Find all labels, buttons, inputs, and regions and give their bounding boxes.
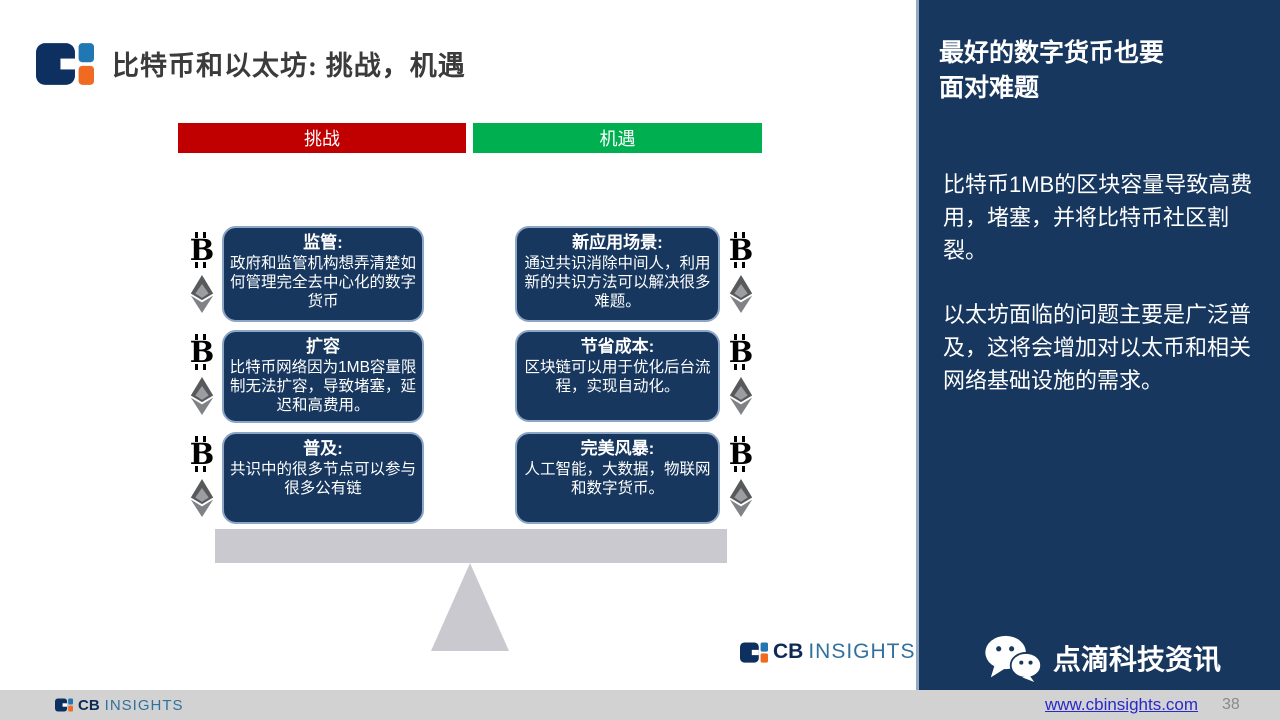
sidebar-paragraph: 比特币1MB的区块容量导致高费用，堵塞，并将比特币社区割裂。 — [943, 172, 1253, 263]
opportunity-card: 新应用场景: 通过共识消除中间人，利用新的共识方法可以解决很多难题。 — [515, 226, 720, 322]
page-number: 38 — [1222, 696, 1240, 713]
cbinsights-logo-icon — [36, 43, 94, 85]
cbinsights-logo-icon — [740, 641, 768, 663]
card-body: 通过共识消除中间人，利用新的共识方法可以解决很多难题。 — [524, 255, 711, 311]
opportunity-card: 节省成本: 区块链可以用于优化后台流程，实现自动化。 — [515, 330, 720, 422]
card-title: 普及: — [303, 439, 343, 458]
brand-insights-text: INSIGHTS — [104, 696, 184, 714]
challenge-card: 普及: 共识中的很多节点可以参与很多公有链 — [222, 432, 424, 524]
challenge-card: 监管: 政府和监管机构想弄清楚如何管理完全去中心化的数字货币 — [222, 226, 424, 322]
opportunities-header: 机遇 — [473, 123, 762, 153]
brand-insights-text: INSIGHTS — [808, 640, 916, 663]
card-title: 监管: — [303, 233, 343, 252]
sidebar: 最好的数字货币也要面对难题 比特币1MB的区块容量导致高费用，堵塞，并将比特币社… — [916, 0, 1280, 690]
cbinsights-url-link[interactable]: www.cbinsights.com — [1045, 695, 1199, 714]
card-body: 区块链可以用于优化后台流程，实现自动化。 — [524, 359, 711, 396]
card-title: 节省成本: — [580, 337, 655, 356]
crypto-icon-stack: B — [722, 330, 760, 422]
card-title: 完美风暴: — [580, 439, 655, 458]
ethereum-icon — [190, 478, 214, 517]
ethereum-icon — [190, 274, 214, 313]
challenge-card: 扩容 比特币网络因为1MB容量限制无法扩容，导致堵塞，延迟和高费用。 — [222, 330, 424, 424]
wechat-icon — [985, 635, 1043, 682]
card-body: 人工智能，大数据，物联网和数字货币。 — [524, 461, 711, 498]
ethereum-icon — [729, 478, 753, 517]
crypto-icon-stack: B — [183, 432, 221, 524]
ethereum-icon — [729, 274, 753, 313]
bitcoin-icon: B — [728, 333, 754, 370]
bitcoin-icon: B — [189, 435, 215, 472]
wechat-account-row: 点滴科技资讯 — [983, 634, 1221, 682]
crypto-icon-stack: B — [183, 226, 221, 322]
seesaw-fulcrum — [431, 563, 509, 651]
wechat-account-name: 点滴科技资讯 — [1053, 644, 1222, 675]
bitcoin-icon: B — [728, 231, 754, 268]
bitcoin-icon: B — [728, 435, 754, 472]
ethereum-icon — [729, 376, 753, 415]
crypto-icon-stack: B — [722, 432, 760, 524]
card-body: 共识中的很多节点可以参与很多公有链 — [229, 461, 416, 498]
card-title: 扩容 — [306, 337, 340, 356]
opportunity-card: 完美风暴: 人工智能，大数据，物联网和数字货币。 — [515, 432, 720, 524]
card-body: 政府和监管机构想弄清楚如何管理完全去中心化的数字货币 — [229, 255, 416, 311]
bitcoin-icon: B — [189, 231, 215, 268]
brand-cb-text: CB — [78, 696, 100, 714]
sidebar-paragraph: 以太坊面临的问题主要是广泛普及，这将会增加对以太币和相关网络基础设施的需求。 — [943, 302, 1252, 393]
brand-cb-text: CB — [773, 640, 804, 663]
slide-title: 比特币和以太坊: 挑战，机遇 — [112, 51, 466, 81]
crypto-icon-stack: B — [183, 330, 221, 422]
sidebar-heading: 最好的数字货币也要面对难题 — [939, 39, 1165, 102]
seesaw-beam — [215, 529, 727, 563]
bitcoin-icon: B — [189, 333, 215, 370]
cbinsights-logo-icon — [55, 698, 73, 712]
ethereum-icon — [190, 376, 214, 415]
card-body: 比特币网络因为1MB容量限制无法扩容，导致堵塞，延迟和高费用。 — [229, 359, 417, 415]
crypto-icon-stack: B — [722, 226, 760, 322]
challenges-header: 挑战 — [178, 123, 466, 153]
card-title: 新应用场景: — [572, 233, 663, 252]
